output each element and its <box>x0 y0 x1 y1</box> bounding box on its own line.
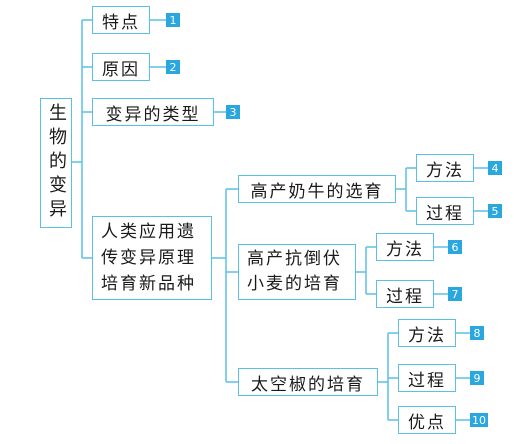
branch-application: 人类应用遗 传变异原理 培育新品种 <box>92 216 212 300</box>
badge-8: 8 <box>470 326 484 340</box>
badge-1: 1 <box>166 13 180 27</box>
case-title: 太空椒的培育 <box>251 374 365 395</box>
case-title: 小麦的培育 <box>247 274 342 294</box>
badge-6: 6 <box>448 240 462 254</box>
badge-2: 2 <box>166 60 180 74</box>
case-dairy-cow: 高产奶牛的选育 <box>238 175 396 203</box>
root-node: 生物的变异 <box>40 98 72 228</box>
branch-features: 特点 <box>92 6 150 34</box>
case1-process: 过程 <box>416 197 474 225</box>
application-line: 人类应用遗 <box>101 222 196 242</box>
case3-method: 方法 <box>398 319 456 347</box>
case-title: 高产抗倒伏 <box>247 249 342 269</box>
case1-method: 方法 <box>416 154 474 182</box>
case-title: 高产奶牛的选育 <box>250 181 384 202</box>
branch-variation-types: 变异的类型 <box>92 98 214 126</box>
root-label: 生物的变异 <box>46 103 67 223</box>
branch-label: 变异的类型 <box>105 104 201 125</box>
case2-process: 过程 <box>376 280 434 308</box>
application-line: 培育新品种 <box>101 274 196 294</box>
badge-3: 3 <box>226 105 240 119</box>
case3-process: 过程 <box>398 364 456 392</box>
badge-10: 10 <box>470 413 488 427</box>
branch-label: 特点 <box>102 12 140 33</box>
case2-method: 方法 <box>376 233 434 261</box>
badge-9: 9 <box>470 371 484 385</box>
badge-4: 4 <box>488 161 502 175</box>
branch-label: 原因 <box>102 59 140 80</box>
badge-7: 7 <box>448 287 462 301</box>
case-space-pepper: 太空椒的培育 <box>238 368 378 396</box>
case3-advantages: 优点 <box>398 406 456 434</box>
branch-causes: 原因 <box>92 53 150 81</box>
case-wheat: 高产抗倒伏 小麦的培育 <box>238 244 356 300</box>
badge-5: 5 <box>488 204 502 218</box>
application-line: 传变异原理 <box>101 248 196 268</box>
